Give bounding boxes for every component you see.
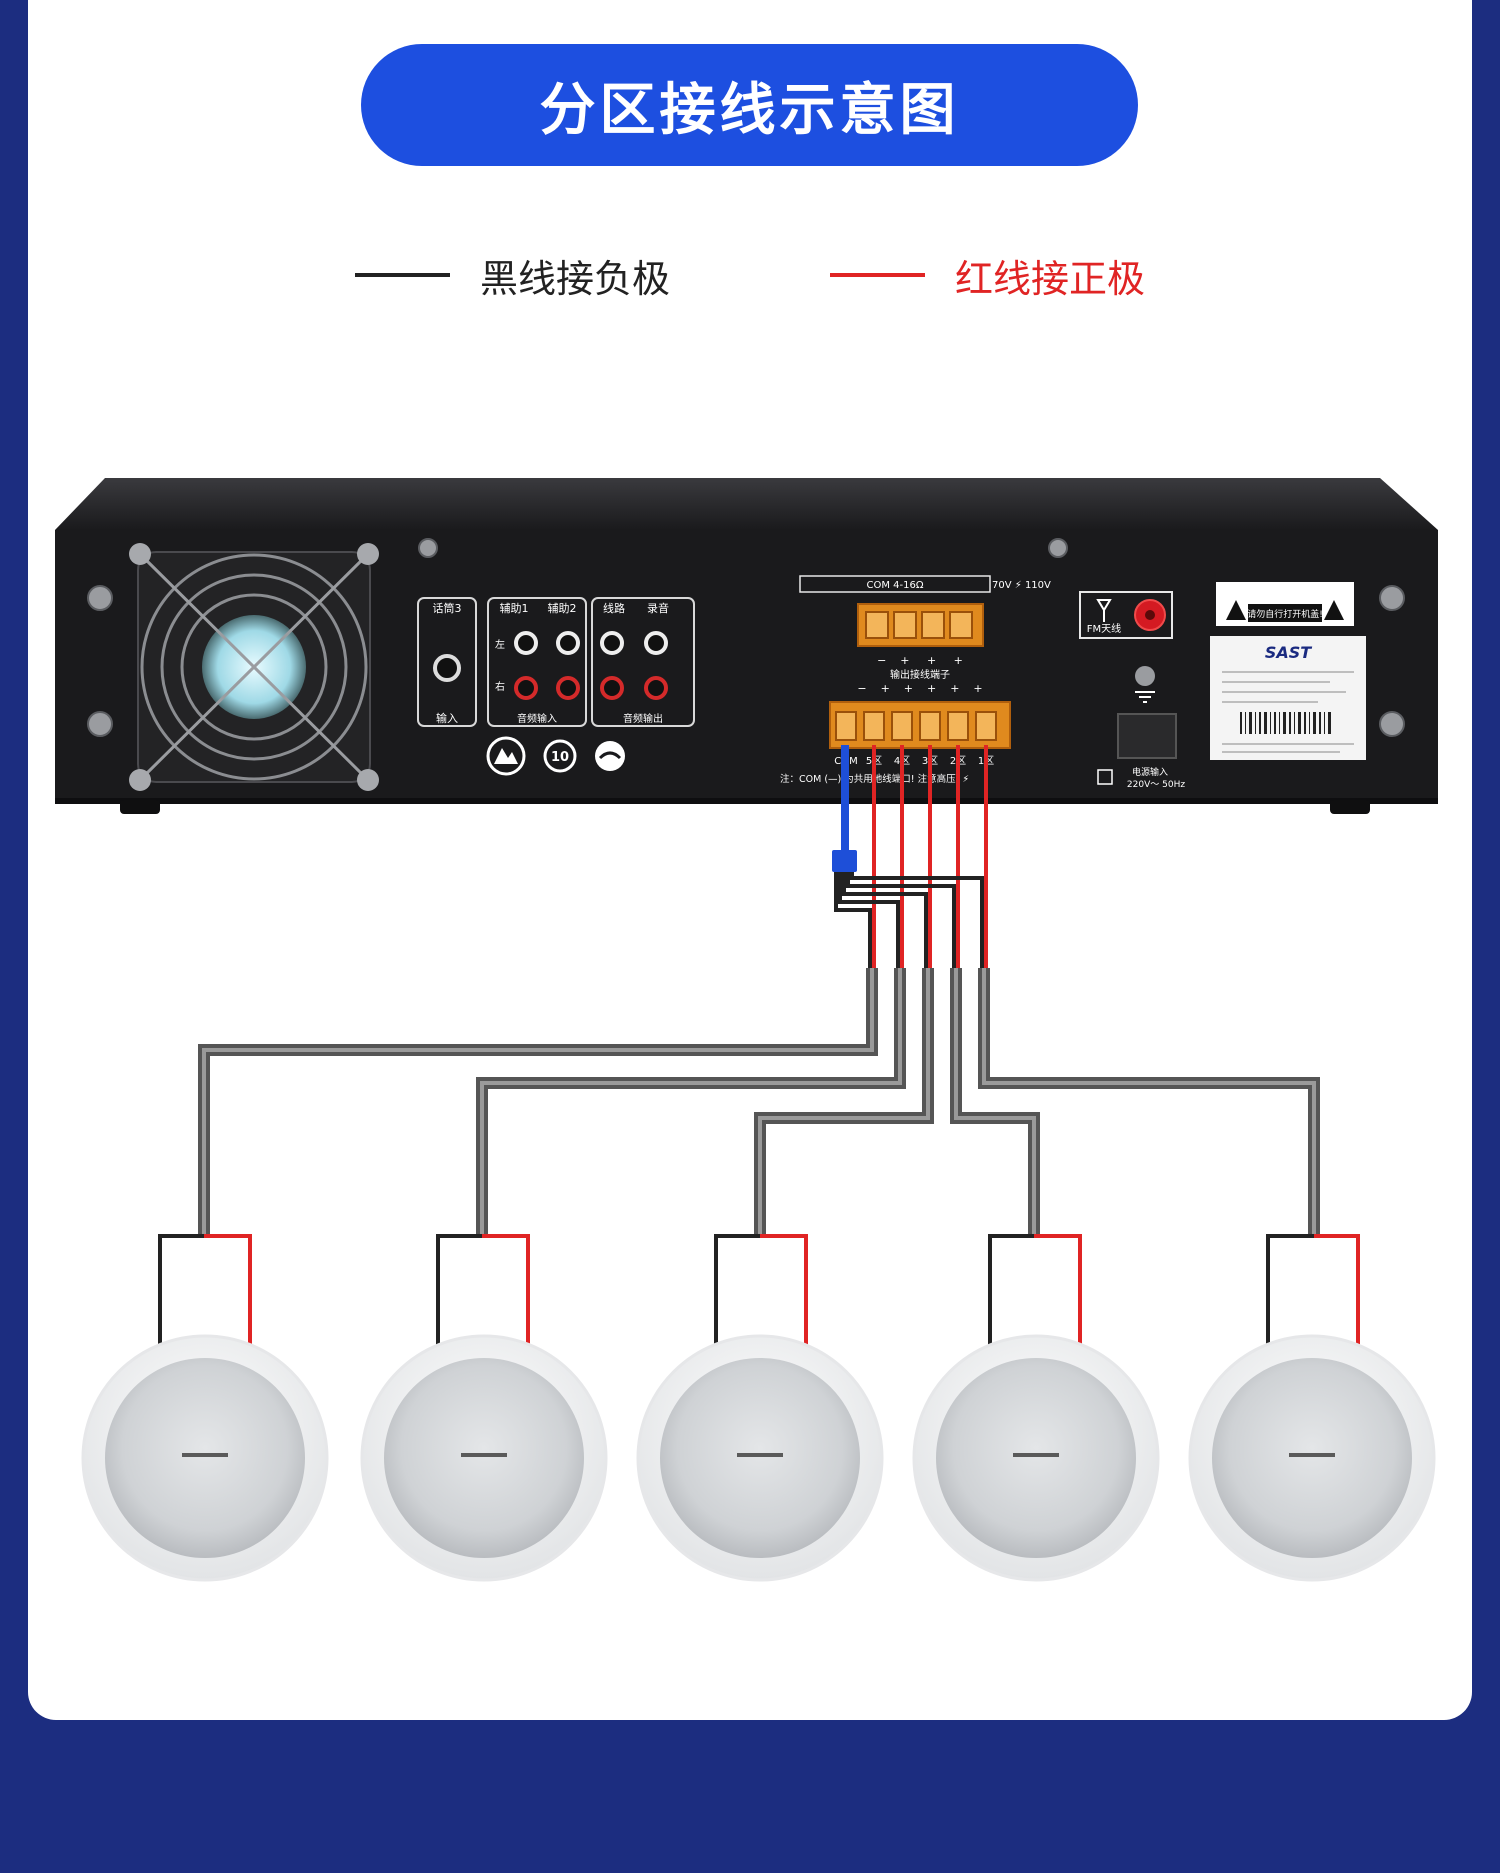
terminal-zone-5[interactable] bbox=[863, 711, 885, 741]
record-label: 录音 bbox=[647, 601, 669, 615]
speaker-3 bbox=[636, 1234, 884, 1582]
power-spec-label: 220V～ 50Hz bbox=[1127, 780, 1185, 790]
rating-plate: SAST bbox=[1210, 636, 1366, 760]
warning-label: 请勿自行打开机盖! bbox=[1216, 582, 1354, 626]
speaker-output-section: COM 4-16Ω 70V ⚡ 110V − + + + 输出接线端子 − + … bbox=[780, 575, 1051, 785]
warning-icon bbox=[1324, 600, 1344, 620]
negative-wires bbox=[834, 872, 984, 968]
black-line-swatch bbox=[355, 273, 450, 277]
certification-icon bbox=[486, 736, 526, 776]
speaker-cables bbox=[198, 968, 1320, 1236]
terminal-zone-4[interactable] bbox=[891, 711, 913, 741]
power-socket[interactable] bbox=[1117, 713, 1177, 759]
mic3-label: 话筒3 bbox=[433, 601, 462, 615]
mic3-input-block: 话筒3 输入 bbox=[417, 597, 477, 727]
positive-wires bbox=[872, 745, 988, 968]
compliance-icon bbox=[595, 741, 625, 771]
speaker-grille bbox=[660, 1358, 860, 1558]
legend-negative: 黑线接负极 bbox=[355, 255, 670, 301]
antenna-icon bbox=[1096, 599, 1112, 622]
aux2-label: 辅助2 bbox=[548, 601, 577, 615]
double-insulation-icon bbox=[1097, 769, 1113, 785]
fan-icon bbox=[129, 543, 379, 791]
speaker-5 bbox=[1188, 1234, 1436, 1582]
terminal-zone-com[interactable] bbox=[835, 711, 857, 741]
terminal-110v[interactable] bbox=[949, 611, 973, 639]
speaker-4 bbox=[912, 1234, 1160, 1582]
aux2-right-jack[interactable] bbox=[556, 676, 580, 700]
warning-text: 请勿自行打开机盖! bbox=[1247, 608, 1323, 620]
ground-icon bbox=[1135, 691, 1155, 703]
recycle-10-icon bbox=[543, 739, 577, 773]
warning-icon bbox=[1226, 600, 1246, 620]
terminal-zone-2[interactable] bbox=[947, 711, 969, 741]
right-label: 右 bbox=[495, 680, 505, 693]
brand-logo: SAST bbox=[1265, 643, 1312, 662]
fm-label: FM天线 bbox=[1087, 622, 1121, 635]
barcode bbox=[1240, 712, 1331, 734]
audio-input-block: 辅助1 辅助2 左 右 音频输入 bbox=[487, 597, 587, 727]
voltage-label: 70V ⚡ 110V bbox=[992, 580, 1051, 591]
legend-positive: 红线接正极 bbox=[830, 255, 1145, 301]
power-in-label: 电源输入 bbox=[1132, 766, 1168, 778]
certification-icons: 10 bbox=[486, 736, 625, 776]
mic3-input-label: 输入 bbox=[436, 711, 458, 725]
speaker-header-label: COM 4-16Ω bbox=[867, 580, 924, 591]
line-right-jack[interactable] bbox=[600, 676, 624, 700]
ground-screw bbox=[1135, 666, 1155, 686]
mic3-jack[interactable] bbox=[433, 654, 461, 682]
speaker-grille bbox=[105, 1358, 305, 1558]
terminal-zone-1[interactable] bbox=[975, 711, 997, 741]
output-terminals-label: 输出接线端子 bbox=[890, 668, 950, 681]
line-out-label: 线路 bbox=[603, 601, 625, 615]
com-bundle bbox=[832, 745, 857, 872]
left-label: 左 bbox=[495, 638, 505, 651]
red-line-swatch bbox=[830, 273, 925, 277]
terminal-com[interactable] bbox=[865, 611, 889, 639]
aux1-right-jack[interactable] bbox=[514, 676, 538, 700]
aux1-left-jack[interactable] bbox=[514, 631, 538, 655]
speaker-1 bbox=[81, 1234, 329, 1582]
panel-screws bbox=[87, 538, 1405, 737]
terminal-70v[interactable] bbox=[921, 611, 945, 639]
audio-in-label: 音频输入 bbox=[517, 712, 557, 725]
terminal-zone-3[interactable] bbox=[919, 711, 941, 741]
aux2-left-jack[interactable] bbox=[556, 631, 580, 655]
speaker-grille bbox=[384, 1358, 584, 1558]
line-left-jack[interactable] bbox=[600, 631, 624, 655]
speaker-grille bbox=[1212, 1358, 1412, 1558]
speaker-2 bbox=[360, 1234, 608, 1582]
terminal-4-16[interactable] bbox=[893, 611, 917, 639]
amplifier: 话筒3 输入 辅助1 辅助2 左 右 音频输入 线路 录音 音频输出 bbox=[55, 478, 1438, 814]
power-section: 电源输入 220V～ 50Hz bbox=[1097, 666, 1185, 790]
svg-text:10: 10 bbox=[551, 750, 569, 765]
legend-positive-label: 红线接正极 bbox=[955, 256, 1146, 301]
svg-text:− + + +: − + + + bbox=[877, 654, 963, 667]
page-title: 分区接线示意图 bbox=[361, 44, 1138, 166]
speaker-grille bbox=[936, 1358, 1136, 1558]
fm-antenna-block: FM天线 bbox=[1079, 591, 1173, 639]
audio-output-block: 线路 录音 音频输出 bbox=[591, 597, 695, 727]
record-left-jack[interactable] bbox=[644, 631, 668, 655]
audio-out-label: 音频输出 bbox=[623, 712, 663, 725]
aux1-label: 辅助1 bbox=[500, 601, 529, 615]
record-right-jack[interactable] bbox=[644, 676, 668, 700]
svg-text:− + + + + +: − + + + + + bbox=[857, 682, 982, 695]
legend-negative-label: 黑线接负极 bbox=[480, 256, 671, 301]
